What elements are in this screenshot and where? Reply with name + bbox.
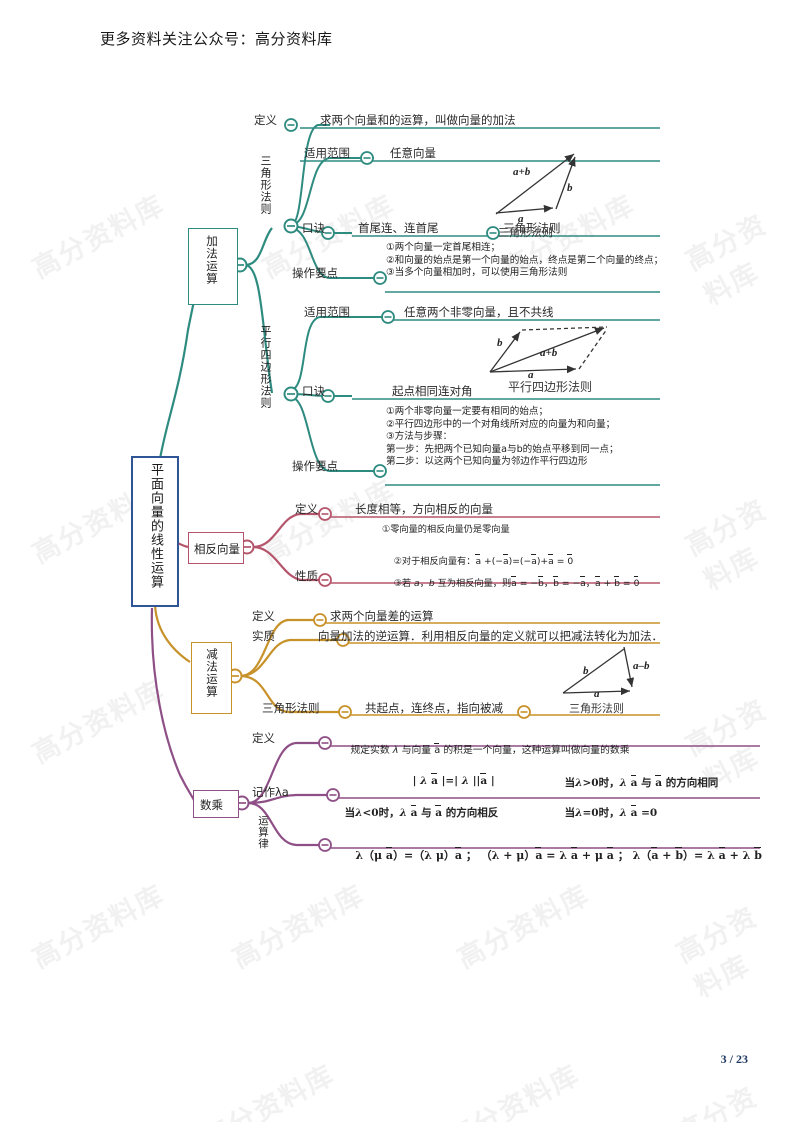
value-triangle-mnemonic-extra: 三角形法则	[503, 221, 561, 235]
branch-node-opposite[interactable]: 相反向量	[188, 532, 244, 564]
branch-node-scalar[interactable]: 数乘	[193, 790, 239, 818]
key-parallelogram-mnemonic: 口诀	[302, 384, 325, 398]
key-subtraction-essence: 实质	[252, 629, 275, 643]
subtraction-triangle-figure	[562, 646, 635, 696]
value-scalar-row2-left: 当λ<0时，λ a 与 a 的方向相反	[344, 807, 499, 819]
value-subtraction-definition: 求两个向量差的运算	[330, 609, 434, 623]
value-parallelogram-keypoints: ①两个非零向量一定要有相同的始点； ②平行四边形中的一个对角线所对应的向量为和向…	[386, 406, 619, 468]
value-triangle-keypoints: ①两个向量一定首尾相连； ②和向量的始点是第一个向量的始点，终点是第二个向量的终…	[386, 242, 664, 279]
root-node-label: 平面向量的线性运算	[148, 463, 163, 589]
figure-label-a-triangle: a	[518, 213, 524, 225]
figure-label-b-triangle: b	[567, 182, 573, 194]
opposite-underlines	[330, 516, 660, 584]
key-triangle-keypoints: 操作要点	[292, 266, 338, 280]
figure-label-b-subtraction: b	[583, 665, 589, 677]
scalar-branch-links	[150, 607, 338, 847]
value-opposite-property-3: ③若 a，b 互为相反向量，则a = −b，b = −a，a + b = 0	[393, 577, 640, 589]
subtraction-node-markers	[227, 613, 531, 719]
key-subtraction-triangle-rule: 三角形法则	[262, 701, 320, 715]
figure-label-a-plus-b-parallelogram: a+b	[540, 347, 558, 359]
value-subtraction-essence: 向量加法的逆运算．利用相反向量的定义就可以把减法转化为加法．	[318, 629, 663, 643]
value-opposite-property-1: ①零向量的相反向量仍是零向量	[382, 524, 510, 535]
figure-label-a-subtraction: a	[594, 688, 600, 700]
key-subtraction-definition: 定义	[252, 609, 275, 623]
scalar-underlines	[330, 745, 760, 849]
branch-label-opposite: 相反向量	[194, 542, 240, 556]
key-triangle-definition: 定义	[254, 113, 277, 127]
branch-node-addition[interactable]: 加法运算	[188, 228, 238, 305]
key-parallelogram-keypoints: 操作要点	[292, 459, 338, 473]
key-scalar-definition: 定义	[252, 731, 275, 745]
value-subtraction-triangle-rule: 共起点，连终点，指向被减	[365, 701, 503, 715]
value-scalar-row1-left: | λ a |=| λ ||a |	[412, 775, 495, 787]
key-triangle-scope: 适用范围	[304, 146, 350, 160]
subbranch-label-triangle-rule: 三角形法则	[259, 155, 272, 215]
value-opposite-property-2: ②对于相反向量有：a +(−a)=(−a)+a = 0	[393, 555, 574, 567]
root-node[interactable]: 平面向量的线性运算	[131, 456, 179, 607]
key-scalar-notation: 记作λa	[252, 785, 289, 799]
value-parallelogram-mnemonic: 起点相同连对角	[392, 384, 473, 398]
value-scalar-row1-right: 当λ>0时，λ a 与 a 的方向相同	[564, 777, 719, 789]
value-triangle-mnemonic: 首尾连、连首尾	[358, 221, 439, 235]
value-opposite-definition: 长度相等，方向相反的向量	[355, 502, 493, 516]
key-scalar-laws: 运算律	[257, 815, 269, 850]
figure-label-a-parallelogram: a	[528, 369, 534, 381]
key-triangle-mnemonic: 口诀	[302, 221, 325, 235]
value-scalar-row2-right: 当λ=0时，λ a =0	[564, 807, 658, 819]
figure-caption-triangle-rule: 三角形法则	[498, 226, 553, 239]
branch-label-scalar: 数乘	[200, 798, 223, 812]
value-scalar-laws: λ（μ a）=（λ μ）a ； （λ + μ）a = λ a + μ a ； λ…	[355, 849, 762, 862]
page-number: 3 / 23	[720, 1052, 748, 1066]
subtraction-underlines	[325, 622, 660, 716]
key-opposite-definition: 定义	[295, 502, 318, 516]
branch-label-subtraction: 减法运算	[205, 648, 219, 698]
figure-label-a-minus-b-subtraction: a–b	[633, 660, 650, 672]
value-scalar-definition: 规定实数 λ 与向量 a 的积是一个向量，这种运算叫做向量的数乘	[350, 745, 630, 756]
branch-node-subtraction[interactable]: 减法运算	[191, 642, 232, 714]
value-parallelogram-scope: 任意两个非零向量，且不共线	[404, 305, 554, 319]
parallelogram-rule-figure	[489, 326, 608, 374]
key-opposite-properties: 性质	[295, 569, 318, 583]
value-triangle-definition: 求两个向量和的运算，叫做向量的加法	[320, 113, 516, 127]
figure-caption-parallelogram-rule: 平行四边形法则	[508, 380, 593, 394]
figure-caption-subtraction-triangle-rule: 三角形法则	[569, 702, 624, 715]
subbranch-label-parallelogram-rule: 平行四边形法则	[259, 325, 272, 409]
addition-underlines	[300, 127, 660, 486]
branch-label-addition: 加法运算	[205, 235, 219, 285]
key-parallelogram-scope: 适用范围	[304, 305, 350, 319]
page-header-title: 更多资料关注公众号：高分资料库	[100, 30, 333, 48]
triangle-rule-figure	[495, 153, 576, 215]
value-triangle-scope: 任意向量	[390, 146, 436, 160]
figure-label-a-plus-b-triangle: a+b	[513, 166, 531, 178]
figure-label-b-parallelogram: b	[497, 337, 503, 349]
